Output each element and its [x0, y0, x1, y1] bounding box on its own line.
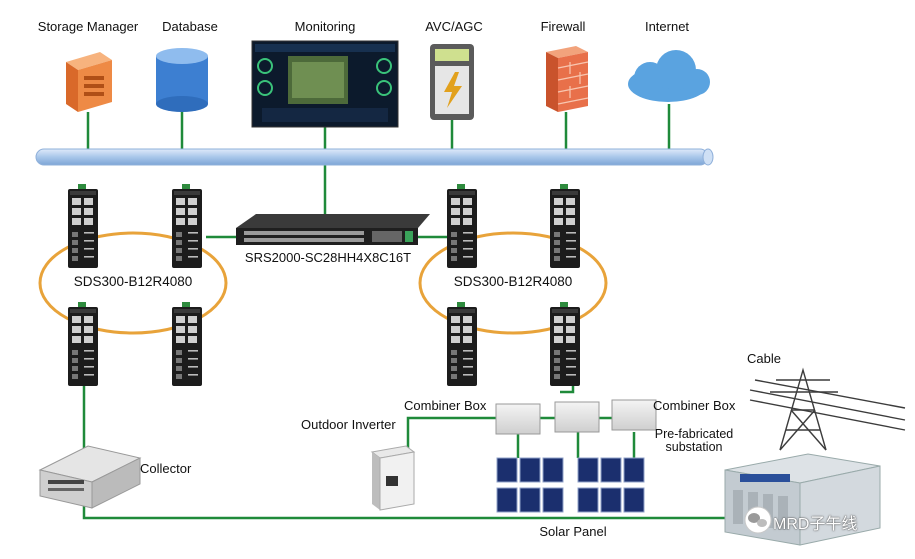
label-avc-agc: AVC/AGC — [425, 19, 483, 34]
label-combiner-box-left: Combiner Box — [404, 398, 487, 413]
inverter-icon — [370, 445, 416, 511]
label-prefab-line1: Pre-fabricated — [654, 427, 734, 441]
core-switch-icon — [236, 214, 430, 245]
database-icon — [156, 48, 208, 112]
industrial-switch-icon — [172, 184, 202, 268]
avc-agc-meter-icon — [430, 44, 474, 120]
wechat-logo-icon — [744, 506, 772, 534]
industrial-switch-icon — [447, 184, 477, 268]
industrial-switch-icon — [447, 302, 477, 386]
label-prefab-substation: Pre-fabricated substation — [655, 428, 734, 454]
label-solar-panel: Solar Panel — [539, 524, 607, 539]
solar-panel-array-icon — [496, 457, 645, 513]
combiner-box-icon — [495, 399, 657, 435]
industrial-switch-icon — [172, 302, 202, 386]
monitoring-screen-icon — [251, 40, 399, 128]
transmission-tower-icon — [749, 367, 906, 451]
label-internet: Internet — [644, 19, 690, 34]
watermark-text: MRD子午线 — [773, 516, 858, 533]
label-collector: Collector — [140, 461, 192, 476]
link-collector-substation — [82, 506, 735, 520]
label-firewall: Firewall — [540, 19, 586, 34]
label-ring-right: SDS300-B12R4080 — [453, 274, 573, 289]
collector-icon — [38, 445, 142, 509]
label-monitoring: Monitoring — [294, 19, 356, 34]
firewall-icon — [546, 46, 589, 112]
industrial-switch-icon — [68, 302, 98, 386]
network-bus — [35, 148, 709, 166]
label-storage-manager: Storage Manager — [37, 19, 139, 34]
label-outdoor-inverter: Outdoor Inverter — [301, 417, 396, 432]
ring-right — [418, 231, 608, 335]
industrial-switch-icon — [68, 184, 98, 268]
label-combiner-box-right: Combiner Box — [653, 398, 736, 413]
label-prefab-line2: substation — [665, 440, 723, 454]
storage-server-icon — [66, 52, 112, 112]
label-database: Database — [162, 19, 218, 34]
internet-cloud-icon — [628, 50, 710, 102]
ring-left — [38, 231, 228, 335]
label-ring-left: SDS300-B12R4080 — [73, 274, 193, 289]
industrial-switch-icon — [550, 184, 580, 268]
network-bus-end — [702, 148, 714, 166]
label-core-switch: SRS2000-SC28HH4X8C16T — [244, 250, 412, 265]
industrial-switch-icon — [550, 302, 580, 386]
label-cable: Cable — [747, 351, 781, 366]
